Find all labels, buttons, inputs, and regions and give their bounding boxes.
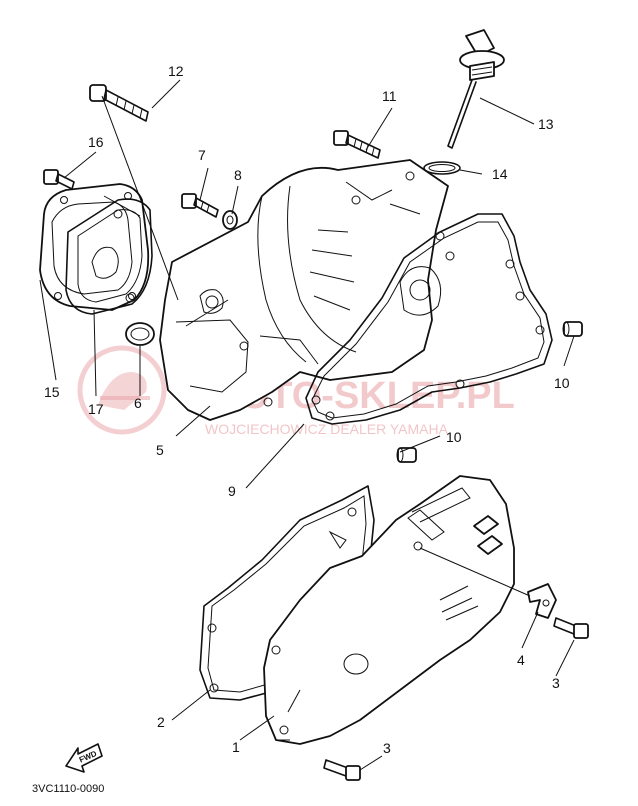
- crankcase-cover: [159, 159, 449, 421]
- callout-1: 1: [232, 739, 240, 755]
- callout-8: 8: [234, 167, 242, 183]
- callout-7: 7: [198, 147, 206, 163]
- callout-13: 13: [538, 116, 554, 132]
- oil-dipstick: [447, 29, 505, 149]
- gasket-inner: [305, 213, 553, 425]
- bolt-7: [181, 193, 219, 218]
- bolt-16: [43, 169, 75, 190]
- o-ring: [423, 161, 461, 175]
- diagram-code: 3VC1110-0090: [32, 783, 104, 795]
- callout-10-upper: 10: [554, 375, 570, 391]
- washer-8: [222, 210, 238, 230]
- dowel-pin-upper: [562, 321, 583, 337]
- bolt-3-upper: [553, 617, 589, 639]
- callout-4: 4: [517, 652, 525, 668]
- callout-3-upper: 3: [552, 675, 560, 691]
- callout-5: 5: [156, 442, 164, 458]
- dowel-pin-lower: [396, 447, 417, 463]
- watermark-logo: [77, 345, 167, 435]
- bolt-12: [89, 84, 149, 122]
- watermark-subtitle: WOJCIECHOWICZ DEALER YAMAHA: [205, 421, 449, 437]
- plug-6: [125, 322, 155, 346]
- callout-11: 11: [382, 88, 397, 104]
- callout-labels: 1 2 3 3 4 5 6 7 8 9 10 10 11 12 13 14 15…: [44, 63, 570, 756]
- fwd-arrow: FWD: [65, 743, 103, 773]
- callout-9: 9: [228, 483, 236, 499]
- callout-16: 16: [88, 134, 104, 150]
- bolt-11: [333, 130, 381, 159]
- callout-17: 17: [88, 401, 104, 417]
- leader-lines: [39, 79, 575, 771]
- callout-3-lower: 3: [383, 740, 391, 756]
- small-cover: [39, 183, 150, 311]
- bolt-3-lower: [323, 759, 361, 781]
- callout-15: 15: [44, 384, 60, 400]
- callout-12: 12: [168, 63, 184, 79]
- clip-4: [527, 583, 557, 619]
- callout-6: 6: [134, 395, 142, 411]
- outer-cover: [263, 475, 515, 745]
- callout-14: 14: [492, 166, 508, 182]
- callout-10-lower: 10: [446, 429, 462, 445]
- callout-2: 2: [157, 714, 165, 730]
